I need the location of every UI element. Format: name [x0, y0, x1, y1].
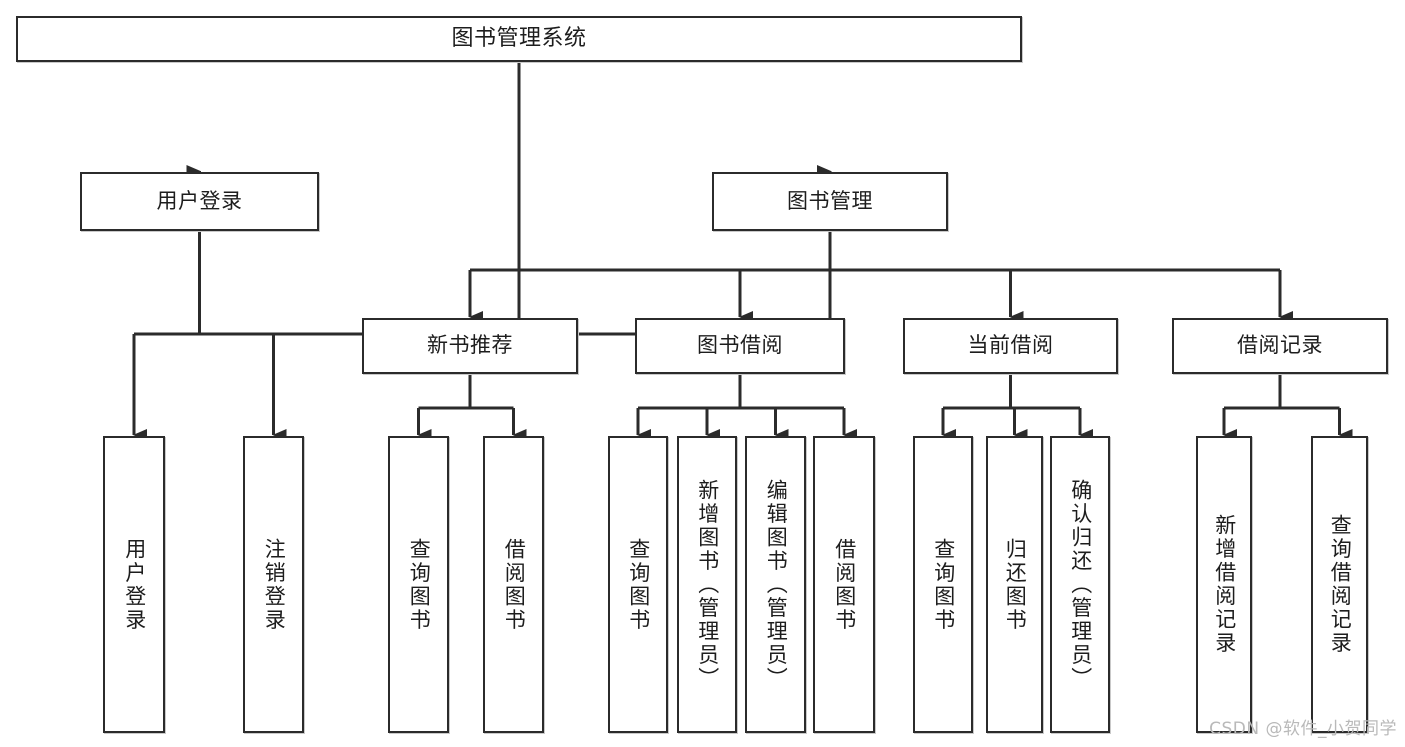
node-label: 确认归还（管理员） [1068, 478, 1093, 691]
node-label: 图书借阅 [697, 333, 783, 358]
leaf-borrow-edit-book[interactable]: 编辑图书（管理员） [745, 436, 806, 733]
leaf-records-add[interactable]: 新增借阅记录 [1196, 436, 1252, 733]
leaf-borrow-add-book[interactable]: 新增图书（管理员） [677, 436, 737, 733]
node-label: 当前借阅 [967, 333, 1054, 358]
node-current-borrow[interactable]: 当前借阅 [903, 318, 1118, 374]
node-label: 图书管理 [787, 188, 873, 213]
leaf-current-query[interactable]: 查询图书 [913, 436, 973, 733]
leaf-borrow-book[interactable]: 借阅图书 [813, 436, 875, 733]
node-borrow-records[interactable]: 借阅记录 [1172, 318, 1388, 374]
node-label: 查询图书 [626, 537, 651, 632]
node-label: 借阅记录 [1237, 333, 1323, 358]
leaf-user-login[interactable]: 用户登录 [103, 436, 165, 733]
leaf-current-return[interactable]: 归还图书 [986, 436, 1043, 733]
leaf-user-logout[interactable]: 注销登录 [243, 436, 304, 733]
node-label: 归还图书 [1003, 537, 1028, 632]
node-user-login[interactable]: 用户登录 [80, 172, 319, 231]
node-label: 借阅图书 [502, 537, 527, 632]
node-label: 新增借阅记录 [1212, 514, 1237, 655]
node-label: 新增图书（管理员） [695, 478, 720, 691]
node-label: 新书推荐 [427, 333, 513, 358]
leaf-current-confirm-return[interactable]: 确认归还（管理员） [1050, 436, 1110, 733]
leaf-newbook-borrow[interactable]: 借阅图书 [483, 436, 544, 733]
leaf-records-query[interactable]: 查询借阅记录 [1311, 436, 1368, 733]
csdn-watermark: CSDN @软件_小贺同学 [1209, 719, 1397, 739]
node-label: 注销登录 [262, 537, 287, 632]
leaf-borrow-query[interactable]: 查询图书 [608, 436, 668, 733]
node-label: 用户登录 [156, 188, 243, 213]
node-label: 借阅图书 [832, 537, 857, 632]
node-new-book-recommend[interactable]: 新书推荐 [362, 318, 578, 374]
node-label: 查询借阅记录 [1328, 514, 1353, 655]
leaf-newbook-query[interactable]: 查询图书 [388, 436, 449, 733]
node-label: 编辑图书（管理员） [764, 478, 789, 691]
node-label: 查询图书 [407, 537, 432, 632]
node-label: 图书管理系统 [451, 25, 587, 51]
node-label: 用户登录 [122, 537, 147, 632]
node-root[interactable]: 图书管理系统 [16, 16, 1022, 62]
node-label: 查询图书 [931, 537, 956, 632]
node-book-management[interactable]: 图书管理 [712, 172, 948, 231]
node-book-borrow[interactable]: 图书借阅 [635, 318, 845, 374]
